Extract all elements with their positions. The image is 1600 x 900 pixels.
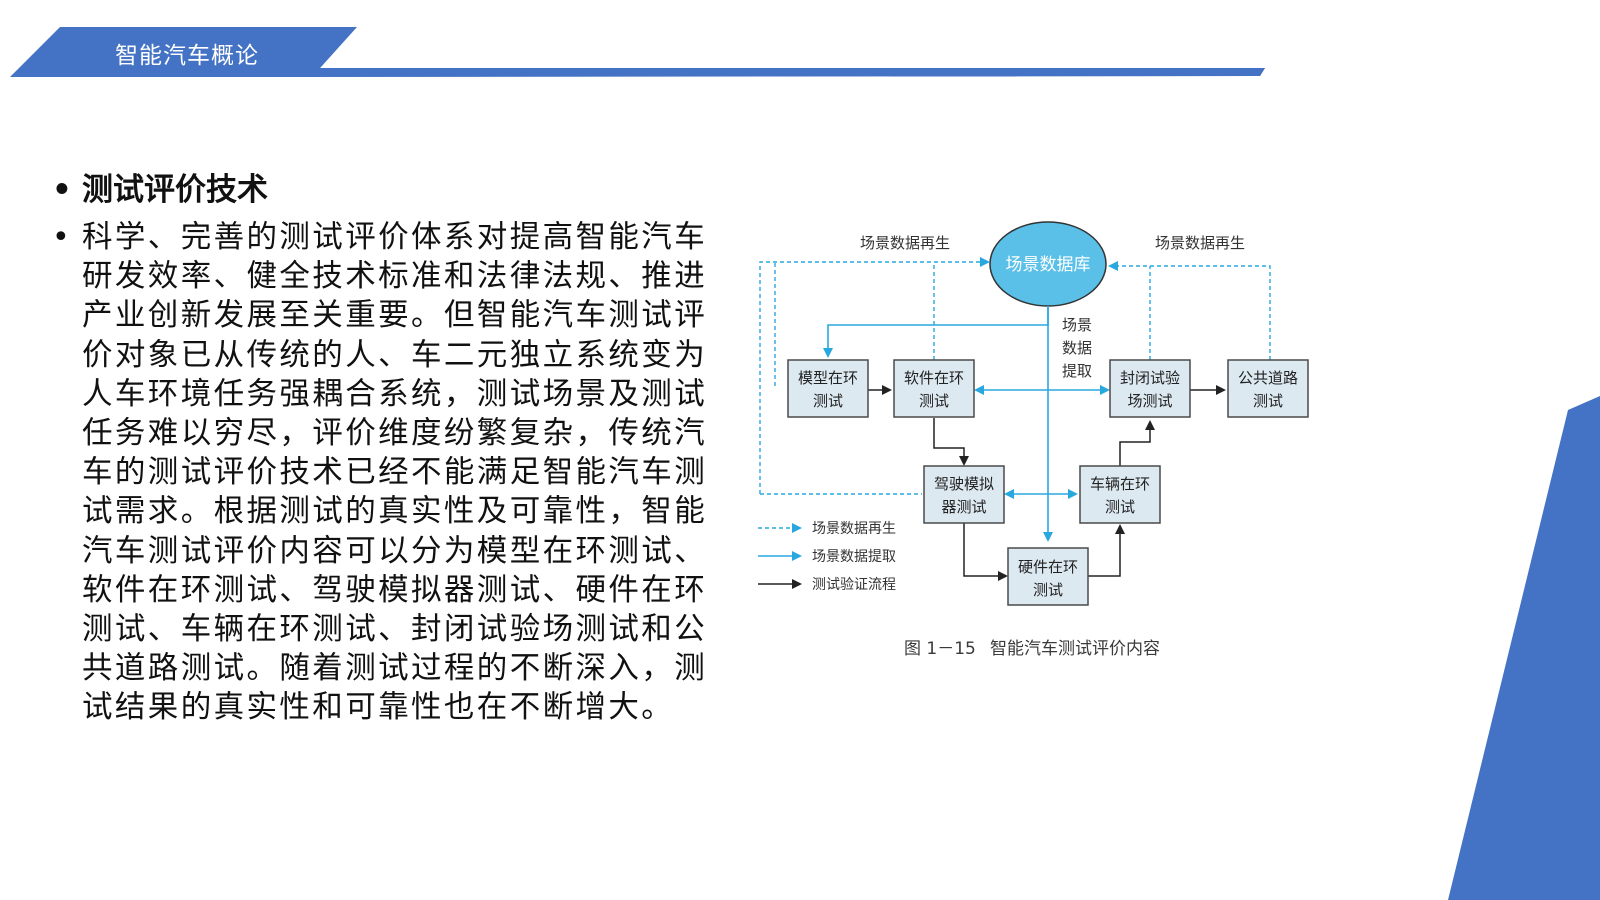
body-text: 科学、完善的测试评价体系对提高智能汽车研发效率、健全技术标准和法律法规、推进产业… bbox=[82, 220, 708, 726]
diagram-legend: 场景数据再生 场景数据提取 测试验证流程 bbox=[758, 521, 896, 593]
svg-text:测试: 测试 bbox=[1253, 392, 1283, 410]
svg-text:硬件在环: 硬件在环 bbox=[1018, 558, 1078, 576]
test-evaluation-diagram: 场景数据库 场景数据再生 场景数据再生 场景 数据 提取 模型在环 测试 bbox=[750, 210, 1340, 680]
svg-text:场测试: 场测试 bbox=[1127, 392, 1172, 410]
svg-text:提取: 提取 bbox=[1062, 362, 1092, 380]
svg-text:模型在环: 模型在环 bbox=[798, 369, 858, 387]
flow-arrows bbox=[868, 385, 1226, 581]
figure-caption-number: 图 1－15 bbox=[904, 639, 976, 659]
box-software-in-loop: 软件在环 测试 bbox=[893, 359, 975, 418]
svg-text:公共道路: 公共道路 bbox=[1238, 369, 1298, 387]
svg-text:测试: 测试 bbox=[1033, 581, 1063, 599]
bullet-body: • 科学、完善的测试评价体系对提高智能汽车研发效率、健全技术标准和法律法规、推进… bbox=[52, 220, 708, 726]
content-bullets: • 测试评价技术 • 科学、完善的测试评价体系对提高智能汽车研发效率、健全技术标… bbox=[52, 168, 732, 728]
diagram-svg: 场景数据库 场景数据再生 场景数据再生 场景 数据 提取 模型在环 测试 bbox=[758, 221, 1309, 659]
svg-text:测试: 测试 bbox=[813, 392, 843, 410]
header-title: 智能汽车概论 bbox=[115, 43, 259, 69]
svg-text:场景数据再生: 场景数据再生 bbox=[812, 521, 896, 537]
svg-text:车辆在环: 车辆在环 bbox=[1090, 475, 1150, 493]
box-vehicle-in-loop: 车辆在环 测试 bbox=[1079, 465, 1161, 524]
svg-text:器测试: 器测试 bbox=[941, 498, 986, 516]
svg-text:测试: 测试 bbox=[1105, 498, 1135, 516]
svg-text:测试: 测试 bbox=[919, 392, 949, 410]
heading-text: 测试评价技术 bbox=[82, 172, 268, 208]
box-hardware-in-loop: 硬件在环 测试 bbox=[1007, 547, 1089, 606]
extract-label: 场景 数据 提取 bbox=[1062, 316, 1092, 380]
box-closed-track: 封闭试验 场测试 bbox=[1109, 359, 1191, 418]
figure-caption-text: 智能汽车测试评价内容 bbox=[990, 639, 1160, 659]
svg-text:驾驶模拟: 驾驶模拟 bbox=[934, 475, 994, 493]
regen-label-left: 场景数据再生 bbox=[860, 234, 950, 252]
regen-dashed-left bbox=[759, 257, 990, 494]
svg-text:场景: 场景 bbox=[1062, 316, 1092, 334]
svg-text:场景数据提取: 场景数据提取 bbox=[812, 549, 896, 565]
header-ribbon bbox=[10, 27, 1265, 77]
regen-label-right: 场景数据再生 bbox=[1155, 234, 1245, 252]
svg-text:封闭试验: 封闭试验 bbox=[1120, 369, 1180, 387]
svg-text:软件在环: 软件在环 bbox=[904, 369, 964, 387]
svg-text:测试验证流程: 测试验证流程 bbox=[812, 577, 896, 593]
svg-text:数据: 数据 bbox=[1062, 339, 1092, 357]
box-model-in-loop: 模型在环 测试 bbox=[787, 359, 869, 418]
extract-solid-lines bbox=[823, 306, 1110, 542]
regen-dashed-right bbox=[1108, 261, 1271, 360]
box-public-road: 公共道路 测试 bbox=[1227, 359, 1309, 418]
bullet-heading: • 测试评价技术 bbox=[52, 172, 268, 208]
box-driving-simulator: 驾驶模拟 器测试 bbox=[923, 465, 1005, 524]
database-label: 场景数据库 bbox=[1006, 255, 1091, 275]
